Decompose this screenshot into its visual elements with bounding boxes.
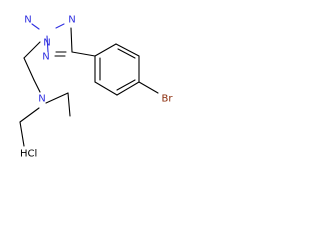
bond-namine-et2 <box>19 107 40 123</box>
phenyl-bond-2-inner <box>117 48 136 59</box>
salt-label: HCl <box>20 149 37 160</box>
phenyl-bond-1 <box>94 43 117 57</box>
bond-n4-n1 <box>46 35 49 53</box>
structure-canvas: N N N N N Br HCl <box>0 0 210 159</box>
bond-n1-n2 <box>31 23 40 30</box>
bond-ch2-namine <box>33 79 41 93</box>
bond-n-ch2 <box>23 41 41 59</box>
bond-et1-ch3 <box>67 92 71 117</box>
atom-n-tetrazole-2: N <box>68 15 75 26</box>
molecule-diagram: N N N N N Br HCl <box>19 15 174 160</box>
phenyl-bond-4 <box>116 81 140 96</box>
atom-bromine: Br <box>162 94 174 105</box>
bond-phenyl-br <box>138 81 159 94</box>
bond-namine-et1 <box>45 92 69 104</box>
phenyl-bond-4-inner <box>116 79 136 91</box>
atom-n-amine: N <box>38 94 45 105</box>
atom-n-tetrazole-4: N <box>42 52 49 63</box>
bond-n2-n3 <box>55 23 65 29</box>
atom-n-tetrazole-1: N <box>24 15 31 26</box>
bond-c5-phenyl <box>71 51 96 57</box>
bond-et2-ch3 <box>19 121 25 147</box>
phenyl-bond-2 <box>115 43 140 57</box>
phenyl-bond-5 <box>94 81 118 96</box>
bond-n3-c5 <box>70 27 73 53</box>
bond-ch2-ch2 <box>23 57 35 81</box>
atom-n-tetrazole-3: N <box>43 38 50 49</box>
